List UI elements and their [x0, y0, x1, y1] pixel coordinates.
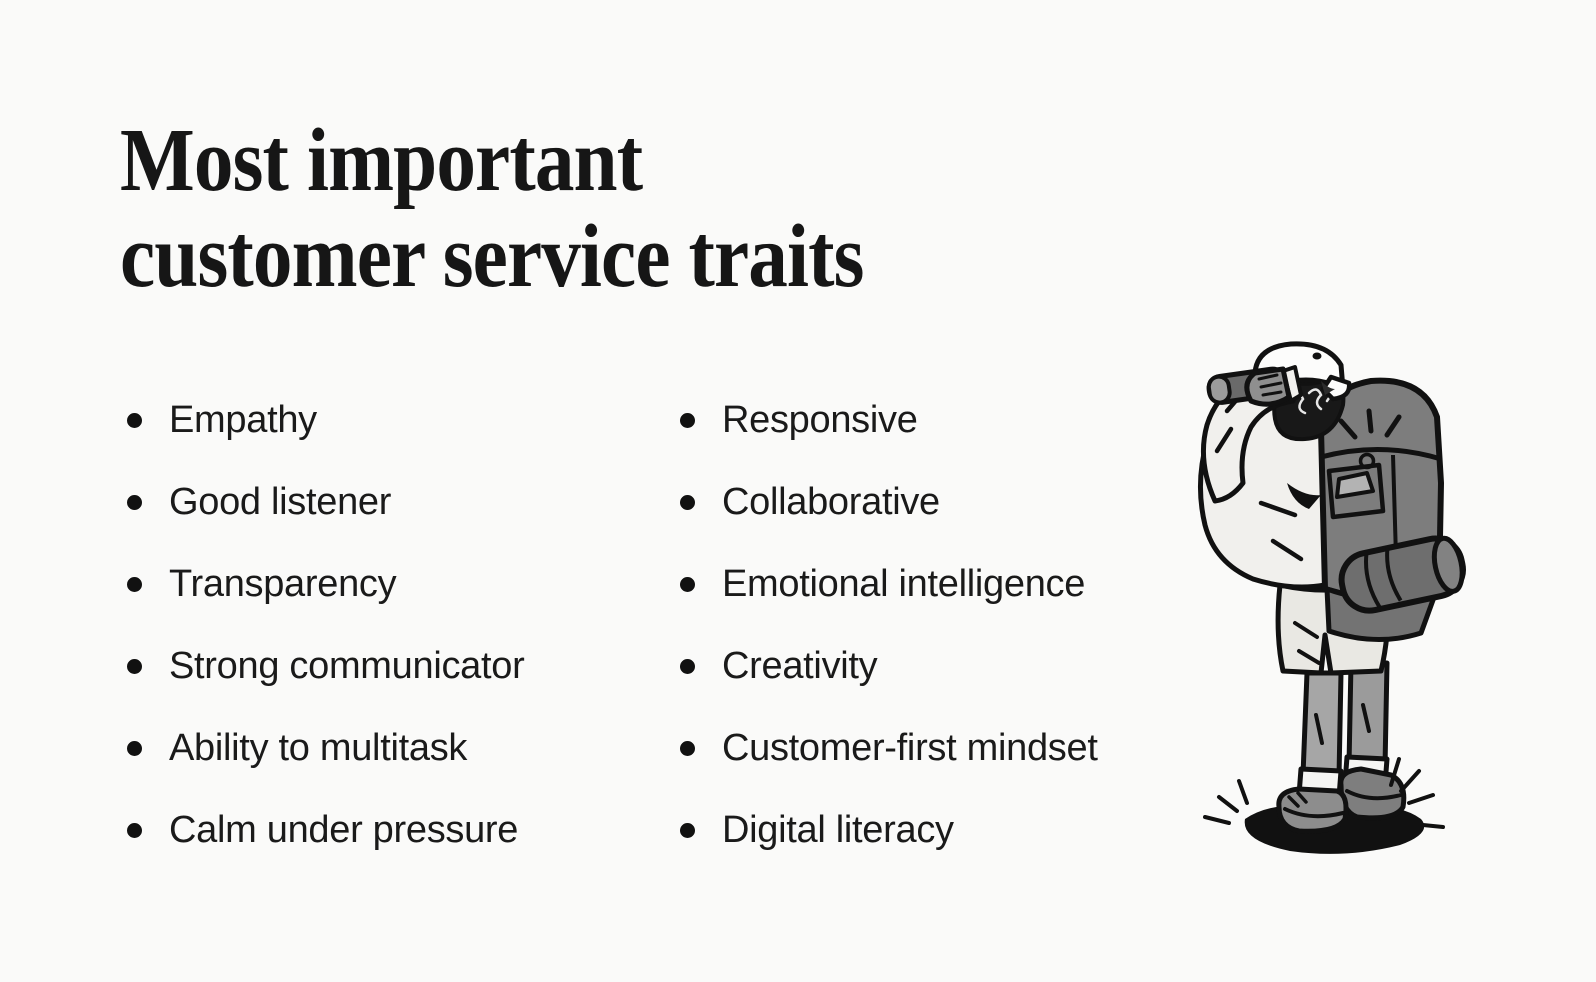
list-item: Creativity: [680, 641, 1098, 691]
bullet-icon: [127, 740, 142, 756]
grass-tufts: [1203, 757, 1445, 829]
trait-label: Strong communicator: [169, 644, 525, 687]
hiker-glove: [1244, 365, 1303, 407]
trait-label: Responsive: [722, 398, 918, 441]
bullet-icon: [127, 412, 142, 428]
list-item: Responsive: [680, 395, 1098, 445]
trait-label: Creativity: [722, 644, 878, 687]
bullet-icon: [127, 494, 142, 510]
title-line-1: Most important: [120, 111, 643, 210]
trait-label: Calm under pressure: [169, 808, 519, 851]
trait-label: Good listener: [169, 480, 392, 523]
bullet-icon: [680, 576, 695, 592]
bullet-icon: [127, 822, 142, 838]
list-item: Emotional intelligence: [680, 559, 1098, 609]
bullet-icon: [127, 576, 142, 592]
list-item: Collaborative: [680, 477, 1098, 527]
traits-list-left: Empathy Good listener Transparency Stron…: [127, 395, 525, 887]
hiker-illustration: [1195, 333, 1470, 863]
bullet-icon: [680, 494, 695, 510]
bullet-icon: [127, 658, 142, 674]
list-item: Strong communicator: [127, 641, 525, 691]
trait-label: Customer-first mindset: [722, 726, 1098, 769]
list-item: Transparency: [127, 559, 524, 609]
hiker-boots: [1276, 766, 1407, 834]
trait-label: Empathy: [169, 398, 317, 441]
list-item: Ability to multitask: [127, 723, 524, 773]
list-item: Customer-first mindset: [680, 723, 1098, 773]
title-line-2: customer service traits: [120, 207, 864, 306]
bullet-icon: [680, 822, 695, 838]
page-title: Most important customer service traits: [120, 113, 965, 305]
trait-label: Digital literacy: [722, 808, 954, 851]
bullet-icon: [680, 740, 695, 756]
trait-label: Ability to multitask: [169, 726, 468, 769]
traits-list-right: Responsive Collaborative Emotional intel…: [680, 395, 1098, 887]
list-item: Calm under pressure: [127, 805, 524, 855]
bullet-icon: [680, 658, 695, 674]
trait-label: Transparency: [169, 562, 397, 605]
list-item: Digital literacy: [680, 805, 1098, 855]
trait-label: Collaborative: [722, 480, 940, 523]
bullet-icon: [680, 412, 695, 428]
list-item: Empathy: [127, 395, 524, 445]
list-item: Good listener: [127, 477, 524, 527]
sleeping-roll: [1338, 535, 1466, 614]
trait-label: Emotional intelligence: [722, 562, 1086, 605]
